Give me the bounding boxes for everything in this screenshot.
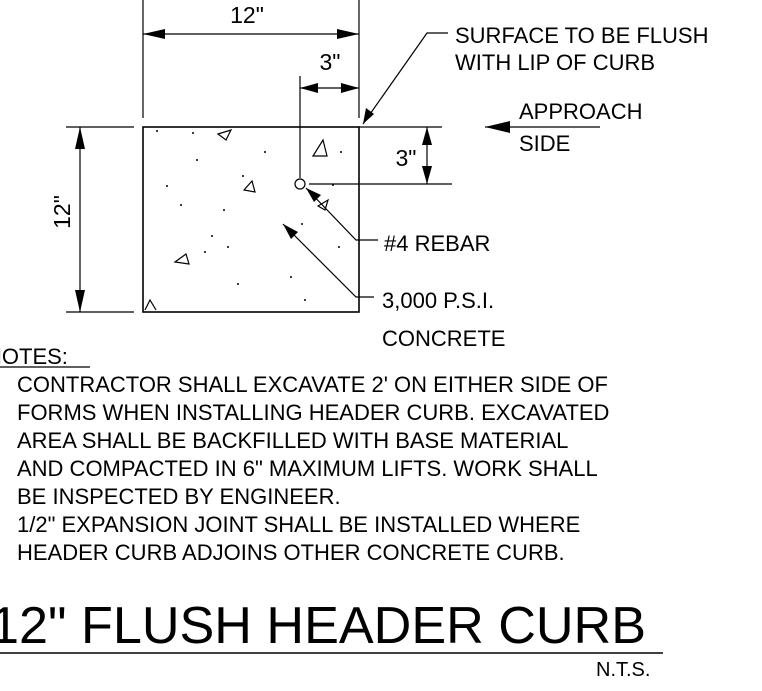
top-offset-label: 3" <box>320 49 341 75</box>
surface-callout-line1: SURFACE TO BE FLUSH <box>455 23 708 48</box>
note-line: HEADER CURB ADJOINS OTHER CONCRETE CURB. <box>17 540 565 565</box>
approach-callout-line1: APPROACH <box>519 99 642 124</box>
note-line: 1/2" EXPANSION JOINT SHALL BE INSTALLED … <box>17 512 580 537</box>
concrete-speckles <box>156 130 342 301</box>
title-block: 12" FLUSH HEADER CURB N.T.S. <box>0 597 663 681</box>
note-line: AREA SHALL BE BACKFILLED WITH BASE MATER… <box>17 428 568 453</box>
top-width-label: 12" <box>230 2 264 28</box>
scale-note: N.T.S. <box>596 659 650 681</box>
right-offset-dimension: 3" <box>309 126 452 185</box>
rebar-callout: #4 REBAR <box>305 187 490 256</box>
approach-callout-line2: SIDE <box>519 131 570 156</box>
concrete-callout-line2: CONCRETE <box>382 326 505 351</box>
concrete-callout: 3,000 P.S.I. CONCRETE <box>282 223 505 351</box>
surface-callout-line2: WITH LIP OF CURB <box>455 50 655 75</box>
left-height-label: 12" <box>49 195 75 229</box>
left-height-dimension: 12" <box>49 126 134 313</box>
approach-callout: APPROACH SIDE <box>485 99 642 156</box>
concrete-callout-line1: 3,000 P.S.I. <box>382 288 494 313</box>
curb-outline <box>142 126 360 313</box>
notes-heading: NOTES: <box>0 344 68 369</box>
curb-section <box>142 126 360 313</box>
concrete-hatch <box>144 129 330 311</box>
top-offset-dimension: 3" <box>299 49 359 178</box>
note-line: FORMS WHEN INSTALLING HEADER CURB. EXCAV… <box>17 400 609 425</box>
right-offset-label: 3" <box>396 145 417 171</box>
notes-block: NOTES: CONTRACTOR SHALL EXCAVATE 2' ON E… <box>0 344 609 565</box>
note-line: AND COMPACTED IN 6" MAXIMUM LIFTS. WORK … <box>17 456 598 481</box>
surface-callout: SURFACE TO BE FLUSH WITH LIP OF CURB <box>362 23 708 125</box>
top-width-dimension: 12" <box>142 0 360 118</box>
drawing-title: 12" FLUSH HEADER CURB <box>0 597 646 655</box>
rebar-callout-label: #4 REBAR <box>384 231 490 256</box>
note-line: CONTRACTOR SHALL EXCAVATE 2' ON EITHER S… <box>17 372 608 397</box>
note-line: BE INSPECTED BY ENGINEER. <box>17 484 341 509</box>
rebar-symbol <box>294 178 306 190</box>
